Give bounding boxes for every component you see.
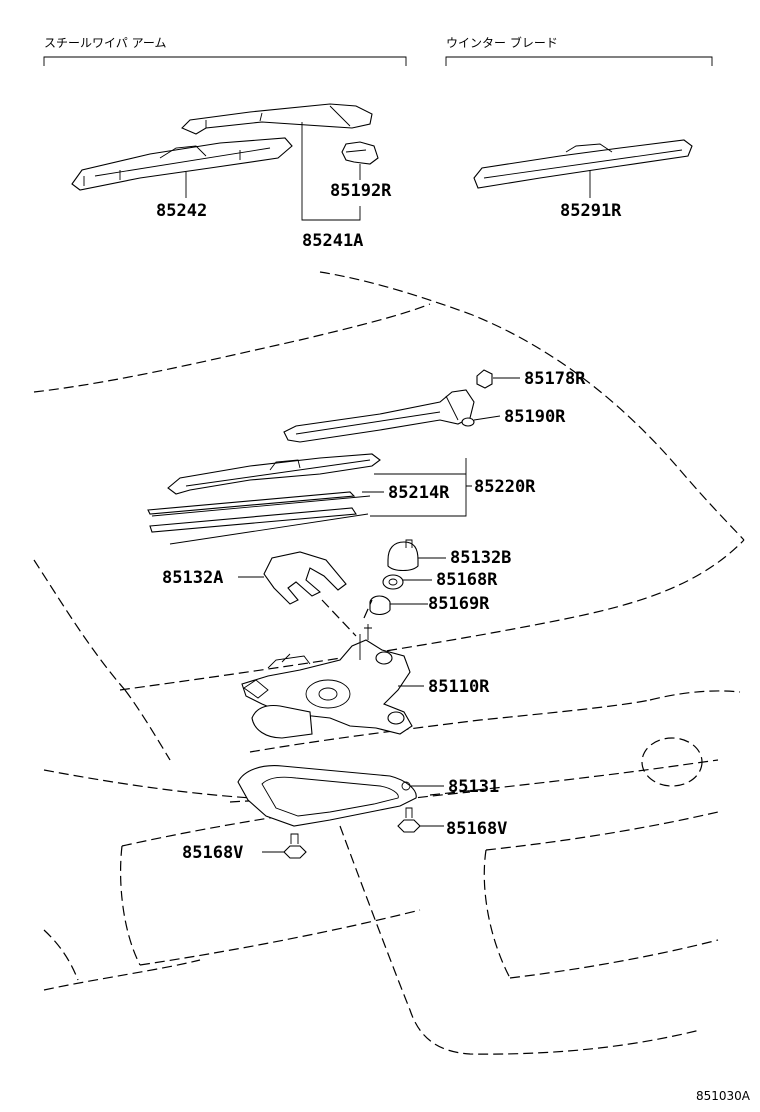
winter-blade-drawing — [473, 139, 693, 189]
label-85190R: 85190R — [504, 407, 566, 427]
pivot-cap-85132B-drawing — [387, 539, 446, 572]
label-85241A: 85241A — [302, 231, 363, 251]
label-85220R: 85220R — [474, 477, 536, 497]
wiper-motor-85110R-drawing — [241, 599, 424, 739]
label-85132B: 85132B — [450, 548, 511, 568]
header-winter-blade-text: ウインター ブレード — [446, 35, 558, 50]
label-85192R: 85192R — [330, 181, 392, 201]
label-85214R: 85214R — [388, 483, 450, 503]
label-85131: 85131 — [448, 777, 499, 797]
label-85168V-right: 85168V — [446, 819, 507, 839]
bracket-85132A-drawing — [238, 551, 357, 637]
nut-85178R-drawing — [476, 369, 520, 389]
label-85178R: 85178R — [524, 369, 586, 389]
bushing-85169R-drawing — [369, 595, 428, 616]
label-85169R: 85169R — [428, 594, 490, 614]
screw-85168V-right-drawing — [397, 807, 444, 833]
washer-85168R-drawing — [382, 574, 432, 590]
steel-wiper-arm-drawing — [181, 103, 373, 135]
label-85132A: 85132A — [162, 568, 223, 588]
rear-wiper-blade-drawing — [147, 453, 381, 545]
label-85168V-left: 85168V — [182, 843, 243, 863]
rear-wiper-arm-drawing — [283, 389, 501, 443]
figure-code: 851030A — [696, 1089, 751, 1103]
header-steel-wiper-arm: スチールワイパ アーム — [43, 36, 407, 66]
screw-85168V-left-drawing — [262, 833, 307, 859]
header-steel-wiper-arm-text: スチールワイパ アーム — [44, 36, 167, 50]
header-winter-blade: ウインター ブレード — [445, 35, 713, 66]
label-85291R: 85291R — [560, 201, 622, 221]
cover-85131-drawing — [237, 765, 444, 827]
arm-cap-drawing — [341, 141, 379, 165]
label-85168R: 85168R — [436, 570, 498, 590]
steel-wiper-blade-drawing — [71, 137, 293, 191]
label-85242: 85242 — [156, 201, 207, 221]
label-85110R: 85110R — [428, 677, 490, 697]
